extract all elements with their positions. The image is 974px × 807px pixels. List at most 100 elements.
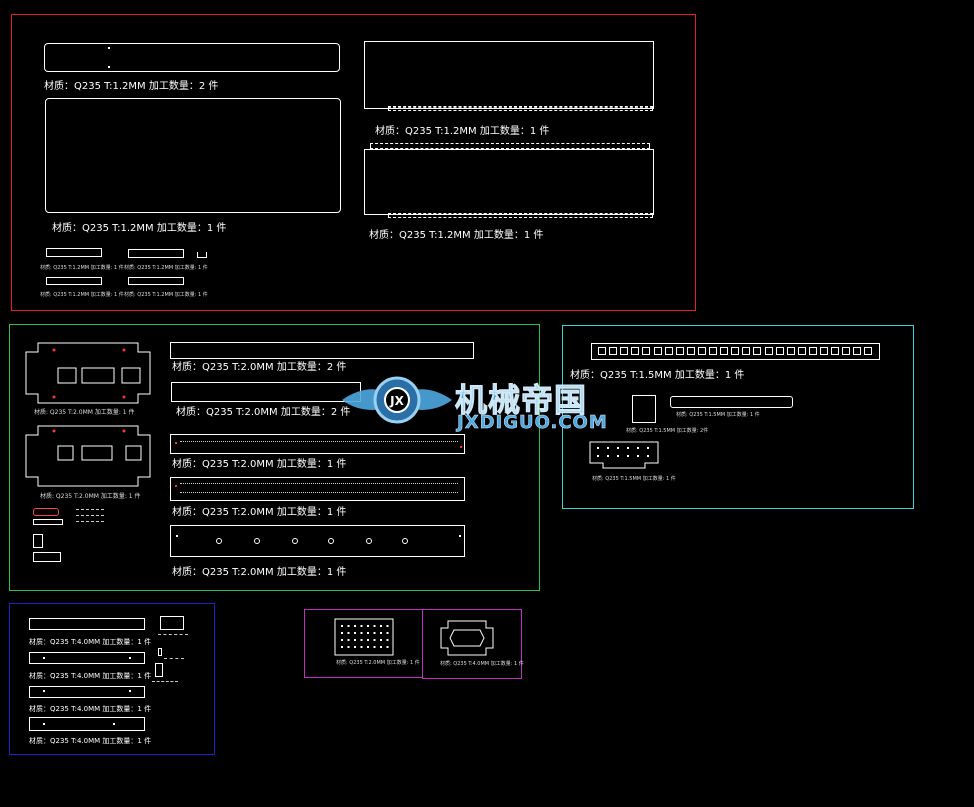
part-slot — [842, 347, 851, 355]
part-flange — [388, 213, 653, 218]
part-hole — [108, 47, 110, 49]
part-label-small: 材质: Q235 T:1.5MM 加工数量: 1 件 — [676, 412, 760, 418]
part-notched-plate — [25, 342, 151, 404]
part-label-small: 材质: Q235 T:2.0MM 加工数量: 1 件 — [34, 409, 135, 416]
part-slot — [642, 347, 651, 355]
hole-row — [180, 441, 458, 442]
part-bracket — [670, 396, 793, 408]
watermark-wings-logo-icon: JX — [342, 376, 452, 424]
part-label-small: 材质: Q235 T:1.5MM 加工数量: 1 件 — [592, 476, 676, 482]
part-hole — [175, 442, 177, 444]
part-small-tab — [33, 552, 61, 562]
part-slot — [620, 347, 629, 355]
watermark-title: 机械帝国 — [454, 381, 588, 420]
part-small-bracket — [46, 277, 102, 285]
part-perforated-panel — [334, 618, 394, 656]
part-hole — [108, 66, 110, 68]
part-small-post — [158, 648, 162, 656]
part-small-grid — [632, 395, 656, 423]
part-long-strip — [44, 43, 340, 72]
part-slot — [609, 347, 618, 355]
part-perforated-bracket — [589, 441, 659, 469]
part-label-small: 材质: Q235 T:1.2MM 加工数量: 1 件 — [124, 265, 208, 271]
slot-row — [598, 347, 878, 356]
part-label-small: 材质: Q235 T:1.2MM 加工数量: 1 件 — [40, 292, 124, 298]
part-slot — [720, 347, 729, 355]
part-label-small: 材质: Q235 T:1.2MM 加工数量: 1 件 — [124, 292, 208, 298]
part-slot — [697, 347, 706, 355]
part-hole — [459, 535, 461, 537]
part-round-hole — [254, 538, 260, 544]
part-label: 材质：Q235 T:4.0MM 加工数量：1 件 — [29, 705, 152, 713]
part-label: 材质：Q235 T:1.2MM 加工数量：1 件 — [52, 223, 227, 234]
part-large-panel — [45, 98, 341, 213]
part-slot — [786, 347, 795, 355]
part-small-post — [155, 663, 163, 677]
part-label-small: 材质: Q235 T:2.0MM 加工数量: 1 件 — [40, 493, 141, 500]
part-slot — [808, 347, 817, 355]
part-label: 材质：Q235 T:2.0MM 加工数量：2 件 — [172, 362, 347, 373]
part-slot — [686, 347, 695, 355]
part-small-bracket — [128, 277, 184, 285]
part-hole — [176, 535, 178, 537]
part-label: 材质：Q235 T:2.0MM 加工数量：1 件 — [172, 567, 347, 578]
part-slot — [853, 347, 862, 355]
part-round-hole — [328, 538, 334, 544]
part-label-small: 材质: Q235 T:4.0MM 加工数量: 1 件 — [440, 661, 524, 667]
part-slot — [653, 347, 662, 355]
note-line — [152, 681, 178, 682]
part-small-tab — [33, 508, 59, 516]
part-slot — [753, 347, 762, 355]
part-label: 材质：Q235 T:1.2MM 加工数量：1 件 — [375, 126, 550, 137]
bend-line — [388, 107, 653, 108]
part-box-bottom — [364, 149, 654, 215]
part-label-small: 材质: Q235 T:1.5MM 加工数量: 2件 — [626, 428, 709, 434]
part-hole — [175, 485, 177, 487]
part-small-tab — [33, 534, 43, 548]
part-slot — [664, 347, 673, 355]
part-small-block — [160, 616, 184, 630]
part-long-strip — [170, 342, 474, 359]
part-flange — [388, 106, 653, 111]
part-slot — [709, 347, 717, 355]
watermark-subtitle: JXDIGUO.COM — [457, 412, 608, 434]
note-line — [158, 634, 188, 635]
part-slot — [731, 347, 740, 355]
part-long-strip — [171, 382, 361, 402]
note-line — [76, 515, 104, 516]
sheet-frame-1.2mm — [11, 14, 696, 311]
hole-row — [180, 492, 458, 493]
part-flange — [370, 143, 650, 149]
part-label: 材质：Q235 T:2.0MM 加工数量：2 件 — [176, 407, 351, 418]
part-small-bracket — [128, 249, 184, 258]
sheet-frame-2.0mm — [9, 324, 540, 591]
sheet-frame-4.0mm — [9, 603, 215, 755]
note-line — [164, 658, 184, 659]
part-round-hole — [292, 538, 298, 544]
part-slot — [764, 347, 773, 355]
part-slot — [742, 347, 751, 355]
part-box-top — [364, 41, 654, 109]
hole-row — [180, 483, 458, 484]
part-slot — [675, 347, 684, 355]
part-label: 材质：Q235 T:2.0MM 加工数量：1 件 — [172, 507, 347, 518]
part-label: 材质：Q235 T:1.2MM 加工数量：1 件 — [369, 230, 544, 241]
part-hole — [43, 723, 45, 725]
svg-text:JX: JX — [389, 394, 404, 408]
part-label-small: 材质: Q235 T:2.0MM 加工数量: 1 件 — [336, 660, 420, 666]
part-hole — [43, 657, 45, 659]
part-hole — [129, 657, 131, 659]
part-plate — [29, 652, 145, 664]
part-small-bracket — [46, 248, 102, 257]
part-round-hole — [402, 538, 408, 544]
part-slot — [820, 347, 828, 355]
part-perforated-strip — [170, 477, 465, 501]
part-slot — [864, 347, 873, 355]
part-perforated-strip — [170, 434, 465, 454]
part-label: 材质：Q235 T:4.0MM 加工数量：1 件 — [29, 737, 152, 745]
part-round-hole — [366, 538, 372, 544]
part-label: 材质：Q235 T:1.5MM 加工数量：1 件 — [570, 370, 745, 381]
part-panel-with-holes — [170, 525, 465, 557]
part-hole — [113, 723, 115, 725]
part-slot — [598, 347, 606, 355]
